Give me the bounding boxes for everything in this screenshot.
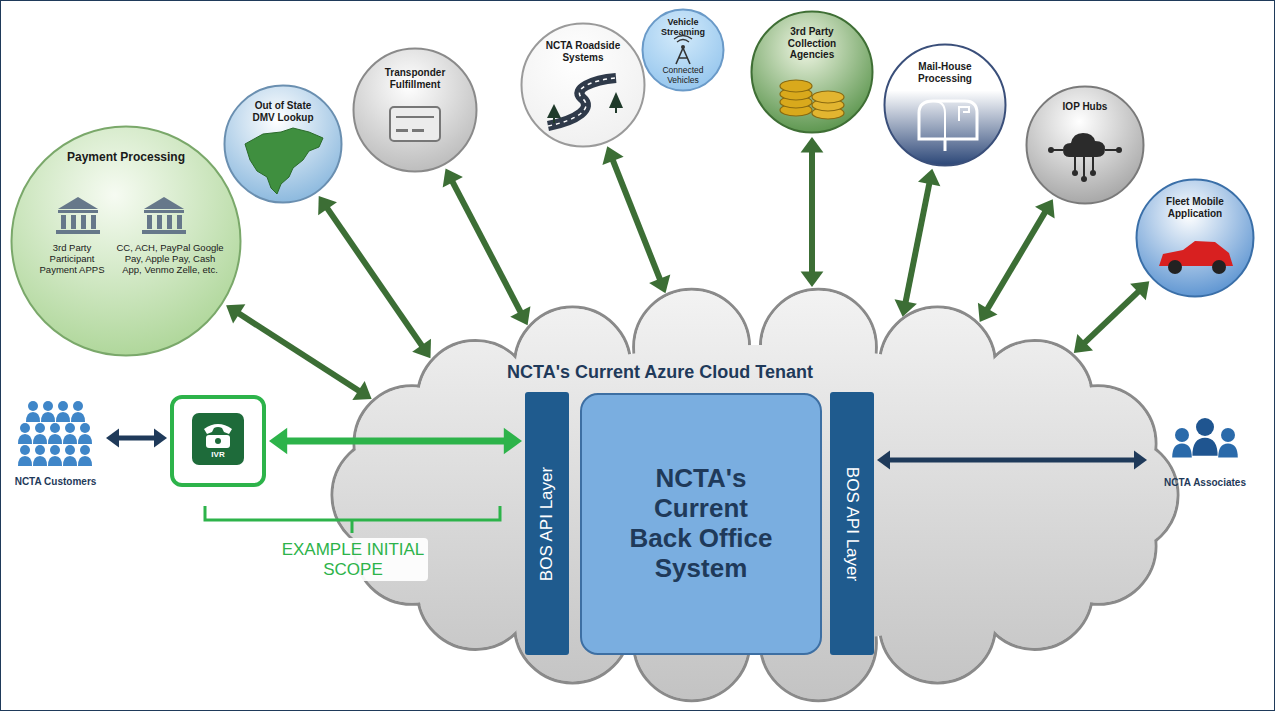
payment-circle: Payment Processing 3rd Party Participant … xyxy=(10,125,242,357)
scope-label: EXAMPLE INITIAL SCOPE xyxy=(278,538,428,581)
node-label: IOP Hubs xyxy=(1055,101,1115,113)
arrow-head xyxy=(918,169,940,187)
fleet-circle: Fleet Mobile Application xyxy=(1135,178,1255,298)
node-label: IVR xyxy=(192,450,244,459)
connector-line xyxy=(986,210,1046,311)
connector-line xyxy=(237,312,362,392)
connector xyxy=(226,304,372,400)
ivr-box: IVR xyxy=(170,395,266,487)
node-label: Out of State DMV Lookup xyxy=(243,100,323,123)
connector-line xyxy=(284,438,508,445)
arrow-head xyxy=(226,304,245,323)
node-label: BOS API Layer xyxy=(842,466,862,580)
api-layer-bar: BOS API Layer xyxy=(830,392,874,655)
node-detail: Connected Vehicles xyxy=(651,66,715,86)
dmv-circle: Out of State DMV Lookup xyxy=(223,84,343,204)
arrow-head xyxy=(510,306,530,325)
arrow-head xyxy=(602,146,623,165)
connector xyxy=(801,137,824,287)
collection-circle: 3rd Party Collection Agencies xyxy=(750,10,874,134)
connector xyxy=(106,429,167,448)
node-detail: CC, ACH, PayPal Google Pay, Apple Pay, C… xyxy=(114,243,226,276)
connector-line xyxy=(905,181,930,305)
roadside-circle: NCTA Roadside Systems xyxy=(520,22,646,148)
api-layer-bar: BOS API Layer xyxy=(525,392,569,655)
arrow-head xyxy=(649,275,670,294)
arrow-head xyxy=(412,339,431,358)
node-label: NCTA Associates xyxy=(1150,477,1260,489)
connector xyxy=(1074,281,1149,353)
customers-group: NCTA Customers xyxy=(8,398,103,498)
connector-line xyxy=(887,458,1136,463)
arrow-head xyxy=(801,271,824,287)
node-icon xyxy=(1150,415,1260,510)
streaming-circle: Vehicle StreamingConnected Vehicles xyxy=(641,8,725,92)
node-label: Payment Processing xyxy=(26,151,226,165)
node-label: NCTA Roadside Systems xyxy=(538,40,628,63)
arrow-head xyxy=(895,299,917,317)
node-label: NCTA's Current Azure Cloud Tenant xyxy=(480,362,840,383)
connector xyxy=(443,168,531,325)
node-label: 3rd Party Collection Agencies xyxy=(772,26,852,61)
arrow-head xyxy=(106,429,119,448)
connector-line xyxy=(116,436,156,441)
arrow-head xyxy=(1074,334,1093,353)
node-icon xyxy=(352,47,478,173)
connector-line xyxy=(1083,290,1140,344)
arrow-head xyxy=(318,196,337,215)
connector xyxy=(602,146,670,293)
node-icon xyxy=(174,399,270,491)
connector xyxy=(978,199,1055,322)
node-detail: 3rd Party Participant Payment APPS xyxy=(32,243,112,276)
connector xyxy=(318,196,431,358)
arrow-head xyxy=(801,137,824,153)
connector-line xyxy=(326,206,424,348)
connector-line xyxy=(809,149,815,274)
transponder-circle: Transponder Fulfillment xyxy=(352,47,478,173)
arrow-head xyxy=(269,428,287,455)
arrow-head xyxy=(978,303,998,322)
arrow-head xyxy=(154,429,167,448)
connector-line xyxy=(612,158,661,282)
cloud-tenant: NCTA's Current Azure Cloud TenantBOS API… xyxy=(330,280,1180,708)
connector xyxy=(877,451,1147,470)
associates-group: NCTA Associates xyxy=(1150,415,1260,510)
connector xyxy=(269,428,522,455)
node-label: Fleet Mobile Application xyxy=(1150,196,1240,219)
arrow-head xyxy=(352,381,371,400)
mailhouse-circle: Mail-House Processing xyxy=(883,43,1007,167)
arrow-head xyxy=(877,451,890,470)
node-label: NCTA's Current Back Office System xyxy=(626,464,776,584)
connector xyxy=(895,169,941,317)
iop-circle: IOP Hubs xyxy=(1025,85,1145,205)
arrow-head xyxy=(443,168,463,187)
node-label: Mail-House Processing xyxy=(895,61,995,84)
back-office-box: NCTA's Current Back Office System xyxy=(580,393,822,655)
arrow-head xyxy=(1130,281,1149,300)
arrow-head xyxy=(1035,199,1055,218)
node-label: NCTA Customers xyxy=(8,476,103,488)
node-label: BOS API Layer xyxy=(537,466,557,580)
connector-line xyxy=(451,180,521,315)
node-label: Transponder Fulfillment xyxy=(365,67,465,90)
arrow-head xyxy=(504,428,522,455)
arrow-head xyxy=(1134,451,1147,470)
node-label: Vehicle Streaming xyxy=(651,17,715,38)
